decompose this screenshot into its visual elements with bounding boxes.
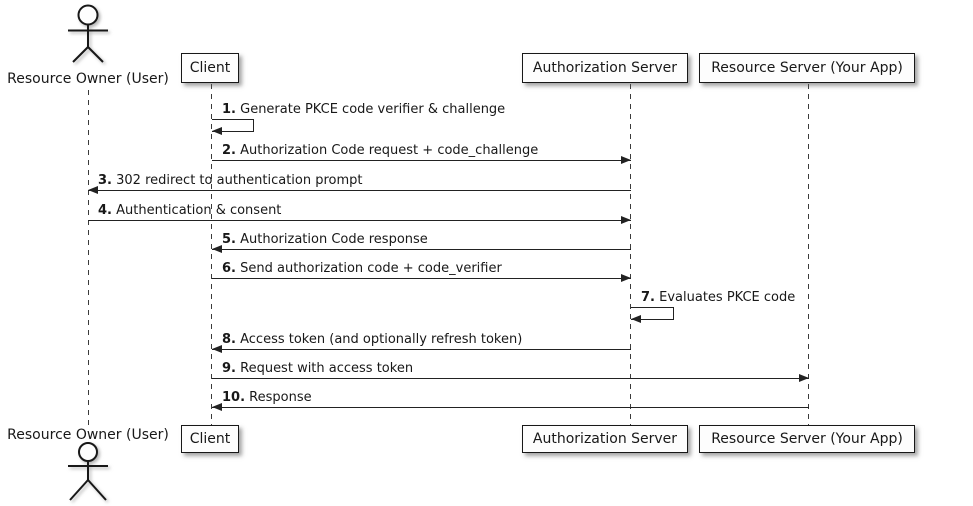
participant-box-client-top: Client bbox=[181, 53, 239, 83]
lifeline-client bbox=[211, 84, 212, 425]
message-6-label: 6. Send authorization code + code_verifi… bbox=[222, 262, 502, 276]
message-4-arrowhead bbox=[621, 216, 631, 224]
message-2-label: 2. Authorization Code request + code_cha… bbox=[222, 144, 538, 158]
message-6-arrowhead bbox=[621, 274, 631, 282]
message-3-label: 3. 302 redirect to authentication prompt bbox=[98, 174, 363, 188]
message-5-arrowhead bbox=[212, 245, 222, 253]
participant-label-resource-owner-top: Resource Owner (User) bbox=[7, 71, 169, 87]
message-7-arrowhead bbox=[631, 315, 641, 323]
message-5-arrow bbox=[212, 249, 631, 250]
message-3-text: 302 redirect to authentication prompt bbox=[116, 173, 363, 188]
message-1-label: 1. Generate PKCE code verifier & challen… bbox=[222, 103, 505, 117]
message-9-number: 9. bbox=[222, 361, 236, 376]
message-10-number: 10. bbox=[222, 390, 246, 405]
lifeline-resource-server bbox=[808, 84, 809, 425]
message-2-number: 2. bbox=[222, 143, 236, 158]
message-1-arrowhead bbox=[212, 127, 222, 135]
message-6-number: 6. bbox=[222, 261, 236, 276]
message-9-arrow bbox=[212, 378, 809, 379]
participant-label-resource-server-top: Resource Server (Your App) bbox=[711, 60, 903, 76]
message-9-label: 9. Request with access token bbox=[222, 362, 413, 376]
message-8-number: 8. bbox=[222, 332, 236, 347]
message-5-number: 5. bbox=[222, 232, 236, 247]
message-5-text: Authorization Code response bbox=[240, 232, 428, 247]
message-9-arrowhead bbox=[799, 374, 809, 382]
participant-box-authorization-server-top: Authorization Server bbox=[522, 53, 688, 83]
actor-figure-top bbox=[68, 4, 108, 63]
message-3-number: 3. bbox=[98, 173, 112, 188]
message-3-arrowhead bbox=[88, 186, 98, 194]
message-8-text: Access token (and optionally refresh tok… bbox=[240, 332, 523, 347]
message-6-text: Send authorization code + code_verifier bbox=[240, 261, 502, 276]
participant-box-authorization-server-bottom: Authorization Server bbox=[522, 425, 688, 453]
message-4-arrow bbox=[88, 220, 631, 221]
participant-label-resource-server-bottom: Resource Server (Your App) bbox=[711, 431, 903, 447]
message-10-arrow bbox=[212, 407, 809, 408]
message-7-label: 7. Evaluates PKCE code bbox=[641, 291, 795, 305]
participant-label-authorization-server-bottom: Authorization Server bbox=[532, 431, 678, 447]
participant-label-resource-owner-bottom: Resource Owner (User) bbox=[7, 427, 169, 443]
participant-label-client-top: Client bbox=[189, 60, 231, 76]
lifeline-resource-owner bbox=[88, 90, 89, 425]
message-4-text: Authentication & consent bbox=[116, 203, 282, 218]
participant-box-resource-server-top: Resource Server (Your App) bbox=[699, 53, 915, 83]
message-7-number: 7. bbox=[641, 290, 655, 305]
message-5-label: 5. Authorization Code response bbox=[222, 233, 428, 247]
participant-label-authorization-server-top: Authorization Server bbox=[532, 60, 678, 76]
message-10-arrowhead bbox=[212, 403, 222, 411]
message-2-arrow bbox=[212, 160, 631, 161]
message-1-text: Generate PKCE code verifier & challenge bbox=[240, 102, 506, 117]
message-6-arrow bbox=[212, 278, 631, 279]
message-1-number: 1. bbox=[222, 102, 236, 117]
message-3-arrow bbox=[88, 190, 631, 191]
participant-box-resource-server-bottom: Resource Server (Your App) bbox=[699, 425, 915, 453]
message-8-arrowhead bbox=[212, 345, 222, 353]
message-2-arrowhead bbox=[621, 156, 631, 164]
message-9-text: Request with access token bbox=[240, 361, 414, 376]
lifeline-authorization-server bbox=[630, 84, 631, 425]
actor-figure-bottom bbox=[68, 442, 108, 501]
participant-label-client-bottom: Client bbox=[189, 431, 231, 447]
message-1-self-arrow bbox=[212, 119, 254, 132]
message-2-text: Authorization Code request + code_challe… bbox=[240, 143, 539, 158]
message-4-number: 4. bbox=[98, 203, 112, 218]
message-7-text: Evaluates PKCE code bbox=[659, 290, 796, 305]
participant-box-client-bottom: Client bbox=[181, 425, 239, 453]
message-8-arrow bbox=[212, 349, 631, 350]
message-10-text: Response bbox=[249, 390, 312, 405]
message-4-label: 4. Authentication & consent bbox=[98, 204, 281, 218]
message-10-label: 10. Response bbox=[222, 391, 312, 405]
message-7-self-arrow bbox=[631, 307, 674, 320]
message-8-label: 8. Access token (and optionally refresh … bbox=[222, 333, 522, 347]
